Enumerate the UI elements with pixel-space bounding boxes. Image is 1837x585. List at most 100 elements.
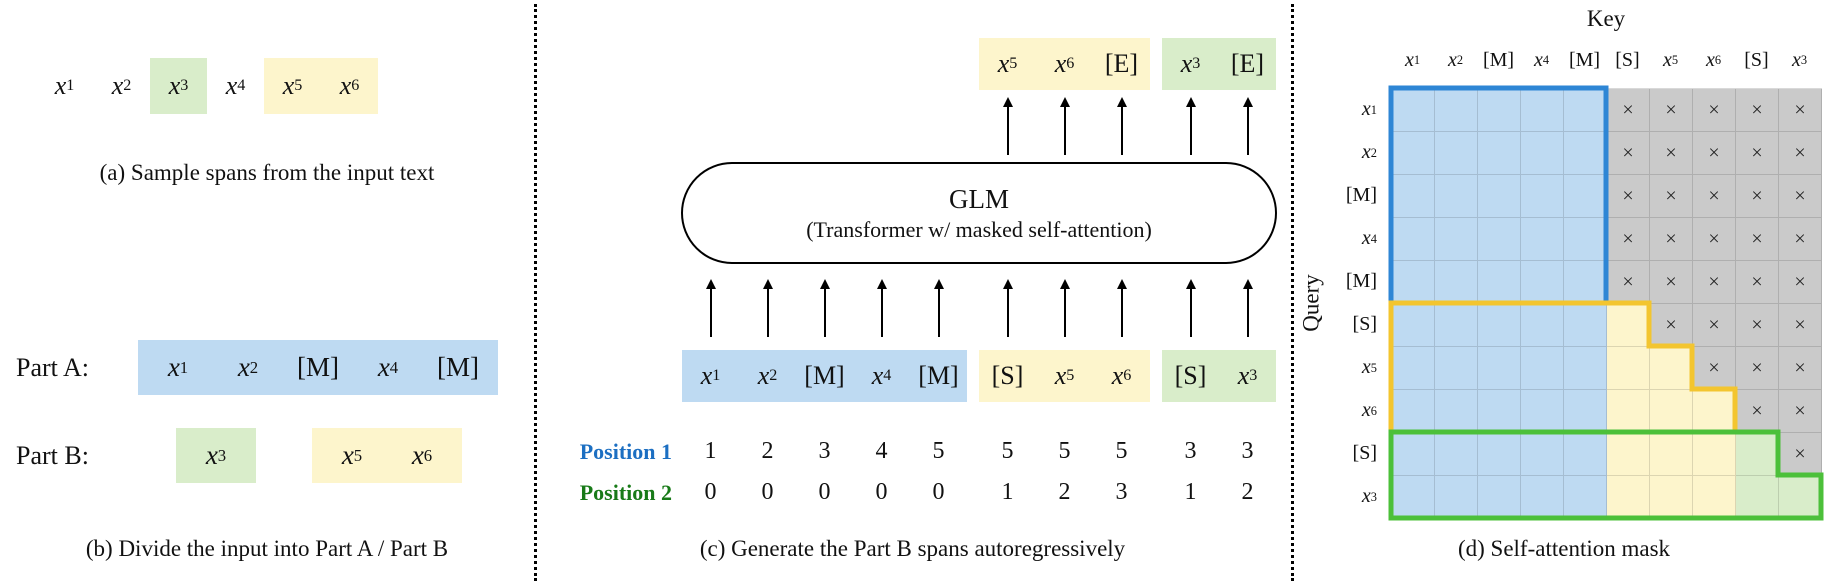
attend-cell — [1435, 175, 1478, 218]
token-var: x — [1662, 48, 1672, 71]
attend-cell — [1478, 132, 1521, 175]
masked-cell: × — [1693, 304, 1736, 347]
attend-cell — [1736, 433, 1779, 476]
attend-cell — [1693, 433, 1736, 476]
position-value: 2 — [761, 438, 774, 464]
token-e: [E] — [1230, 49, 1265, 78]
attend-cell — [1521, 347, 1564, 390]
masked-cell: × — [1650, 175, 1693, 218]
output-arrows — [979, 96, 1276, 156]
panel-divider-1 — [534, 4, 537, 581]
masked-cell: × — [1736, 132, 1779, 175]
glm-title: GLM — [949, 183, 1009, 214]
masked-cell: × — [1779, 304, 1822, 347]
attend-cell — [1392, 304, 1435, 347]
token-m: [M] — [918, 361, 959, 390]
masked-cell: × — [1693, 89, 1736, 132]
attend-cell — [1564, 347, 1607, 390]
up-arrow-icon — [880, 287, 883, 337]
position-value: 2 — [1058, 479, 1071, 505]
position-value: 3 — [1115, 479, 1128, 505]
query-axis-label-wrap: Query — [1291, 88, 1333, 518]
key-label-s: [S] — [1744, 48, 1769, 71]
attend-cell — [1521, 390, 1564, 433]
token-var: x — [237, 352, 250, 382]
token-e: [E] — [1104, 49, 1139, 78]
attend-cell — [1650, 433, 1693, 476]
token-var: x — [1237, 361, 1250, 390]
masked-cell: × — [1779, 433, 1822, 476]
masked-cell: × — [1779, 390, 1822, 433]
token-var: x — [1361, 227, 1371, 249]
masked-cell: × — [1650, 261, 1693, 304]
masked-cell: × — [1607, 89, 1650, 132]
token-var: x — [205, 440, 218, 470]
arrow-slot — [1162, 96, 1219, 156]
attend-cell — [1521, 476, 1564, 519]
attend-cell — [1693, 476, 1736, 519]
attend-cell — [1779, 476, 1822, 519]
token-var: x — [1447, 48, 1457, 71]
token-m: [M] — [804, 361, 845, 390]
attend-cell — [1392, 175, 1435, 218]
token-var: x — [757, 361, 770, 390]
arrow-slot — [682, 278, 739, 338]
attend-cell — [1392, 132, 1435, 175]
masked-cell: × — [1779, 132, 1822, 175]
position-value: 3 — [1241, 438, 1254, 464]
glm-box: GLM (Transformer w/ masked self-attentio… — [681, 162, 1277, 264]
caption-b: (b) Divide the input into Part A / Part … — [85, 536, 449, 561]
masked-cell: × — [1736, 390, 1779, 433]
masked-cell: × — [1650, 132, 1693, 175]
masked-cell: × — [1736, 218, 1779, 261]
attend-cell — [1564, 476, 1607, 519]
attend-cell — [1736, 476, 1779, 519]
masked-cell: × — [1607, 218, 1650, 261]
attend-cell — [1564, 132, 1607, 175]
up-arrow-icon — [709, 287, 712, 337]
attend-cell — [1392, 261, 1435, 304]
up-arrow-icon — [1189, 105, 1192, 155]
attend-cell — [1435, 433, 1478, 476]
attend-cell — [1564, 89, 1607, 132]
attend-cell — [1564, 304, 1607, 347]
position-value: 0 — [704, 479, 717, 505]
key-label-m: [M] — [1482, 48, 1515, 71]
arrow-slot — [853, 278, 910, 338]
arrow-slot — [796, 278, 853, 338]
token-var: x — [1791, 48, 1801, 71]
token-var: x — [700, 361, 713, 390]
token-var: x — [225, 71, 238, 100]
masked-cell: × — [1693, 347, 1736, 390]
key-label-s: [S] — [1615, 48, 1640, 71]
attend-cell — [1607, 390, 1650, 433]
token-s: [S] — [991, 361, 1024, 390]
position-value: 0 — [761, 479, 774, 505]
up-arrow-icon — [1246, 287, 1249, 337]
attend-cell — [1392, 347, 1435, 390]
attend-cell — [1478, 347, 1521, 390]
position-value: 4 — [875, 438, 888, 464]
attend-cell — [1607, 304, 1650, 347]
position-value: 5 — [1001, 438, 1014, 464]
attend-cell — [1392, 476, 1435, 519]
